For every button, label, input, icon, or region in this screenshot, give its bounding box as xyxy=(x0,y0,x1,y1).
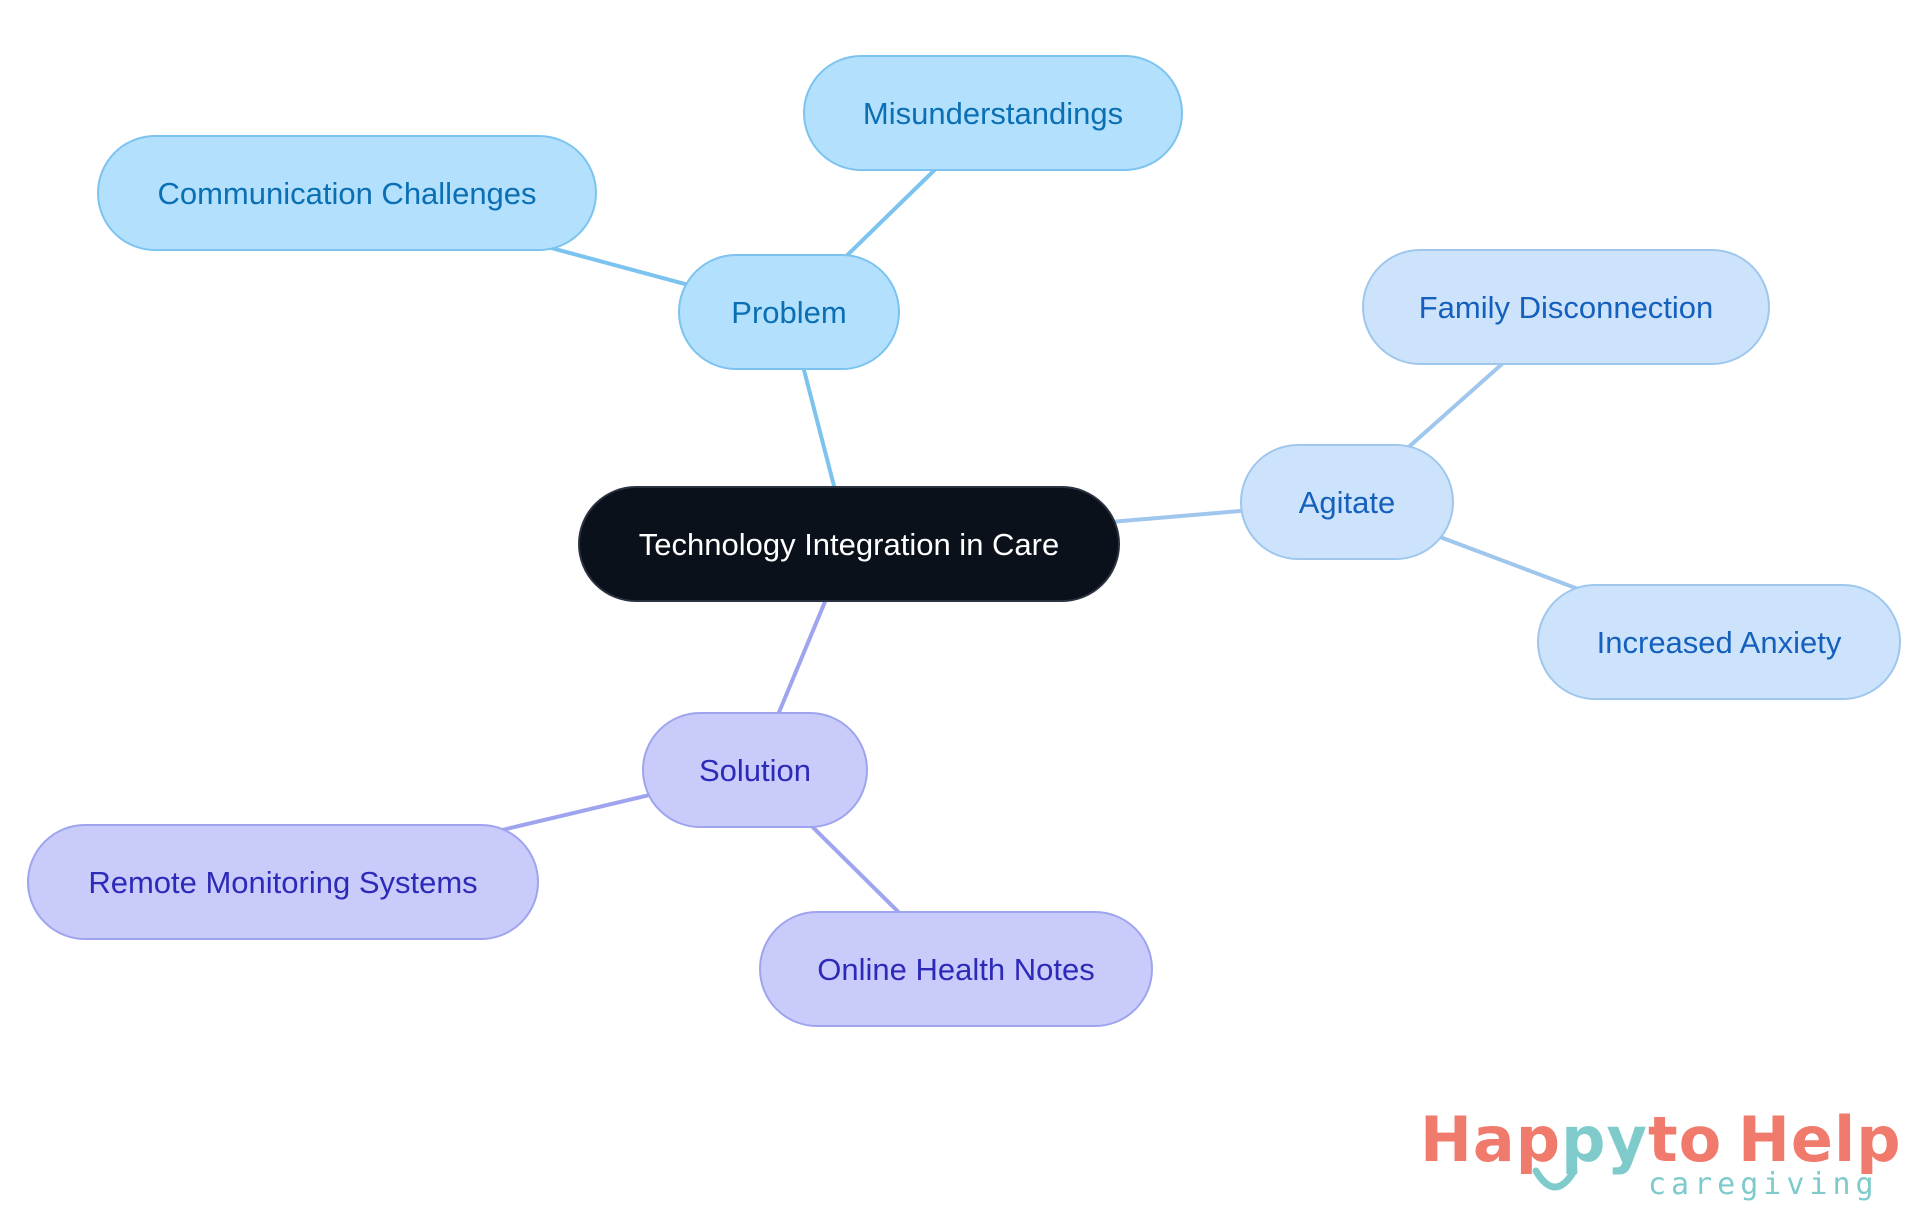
logo-word-to: to xyxy=(1648,1103,1723,1176)
leaf-node-misunderstandings-shape xyxy=(803,55,1183,171)
leaf-node-communication-challenges-shape xyxy=(97,135,597,251)
branch-node-problem-label: Problem xyxy=(731,295,846,330)
nodes: Technology Integration in Care Problem Mis… xyxy=(27,55,1901,1027)
branch-node-solution: Solution xyxy=(642,712,868,828)
leaf-node-family-disconnection-label: Family Disconnection xyxy=(1419,290,1714,325)
leaf-node-increased-anxiety-shape xyxy=(1537,584,1901,700)
leaf-node-family-disconnection-shape xyxy=(1362,249,1770,365)
happy-to-help-logo: Happy to Help caregiving xyxy=(1420,1103,1901,1205)
logo-word-happy: Happy xyxy=(1420,1105,1648,1175)
branch-node-problem: Problem xyxy=(678,254,900,370)
center-node: Technology Integration in Care xyxy=(578,486,1120,602)
leaf-node-online-health-notes-shape xyxy=(759,911,1153,1027)
leaf-node-increased-anxiety-label: Increased Anxiety xyxy=(1597,625,1842,660)
smile-icon xyxy=(1532,1167,1578,1191)
leaf-node-misunderstandings: Misunderstandings xyxy=(803,55,1183,171)
leaf-node-communication-challenges-label: Communication Challenges xyxy=(157,176,536,211)
branch-node-solution-shape xyxy=(642,712,868,828)
leaf-node-remote-monitoring-systems-label: Remote Monitoring Systems xyxy=(88,865,477,900)
center-node-label: Technology Integration in Care xyxy=(639,527,1059,562)
branch-node-agitate-label: Agitate xyxy=(1299,485,1396,520)
leaf-node-communication-challenges: Communication Challenges xyxy=(97,135,597,251)
leaf-node-online-health-notes: Online Health Notes xyxy=(759,911,1153,1027)
center-node-shape xyxy=(578,486,1120,602)
logo-tagline: caregiving xyxy=(1648,1167,1879,1202)
branch-node-solution-label: Solution xyxy=(699,753,811,788)
leaf-node-remote-monitoring-systems: Remote Monitoring Systems xyxy=(27,824,539,940)
branch-node-problem-shape xyxy=(678,254,900,370)
leaf-node-family-disconnection: Family Disconnection xyxy=(1362,249,1770,365)
logo-happy-py: py xyxy=(1561,1103,1648,1176)
logo-word-help: Help xyxy=(1738,1103,1902,1176)
leaf-node-misunderstandings-label: Misunderstandings xyxy=(863,96,1123,131)
branch-node-agitate-shape xyxy=(1240,444,1454,560)
leaf-node-remote-monitoring-systems-shape xyxy=(27,824,539,940)
leaf-node-online-health-notes-label: Online Health Notes xyxy=(817,952,1094,987)
leaf-node-increased-anxiety: Increased Anxiety xyxy=(1537,584,1901,700)
logo-happy-ha: Hap xyxy=(1420,1103,1562,1176)
branch-node-agitate: Agitate xyxy=(1240,444,1454,560)
